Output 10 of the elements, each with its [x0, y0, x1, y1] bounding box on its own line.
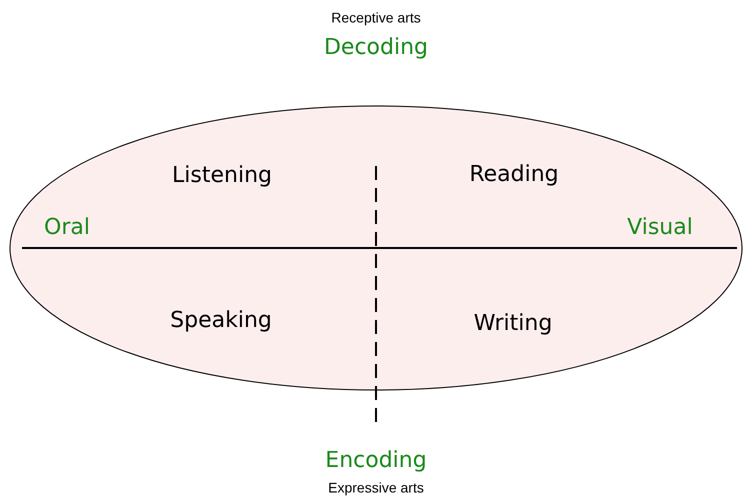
quadrant-label: Listening — [172, 164, 272, 188]
quadrant-label: Writing — [474, 312, 552, 336]
quadrant-label: Reading — [469, 162, 559, 188]
axis-label: Decoding — [324, 36, 428, 60]
heading-label: Expressive arts — [328, 480, 424, 496]
heading-label: Receptive arts — [331, 10, 421, 26]
quadrant-label: Speaking — [170, 308, 272, 334]
axis-label: Encoding — [325, 448, 427, 474]
axis-label: Oral — [44, 216, 90, 240]
axis-label: Visual — [627, 216, 693, 240]
